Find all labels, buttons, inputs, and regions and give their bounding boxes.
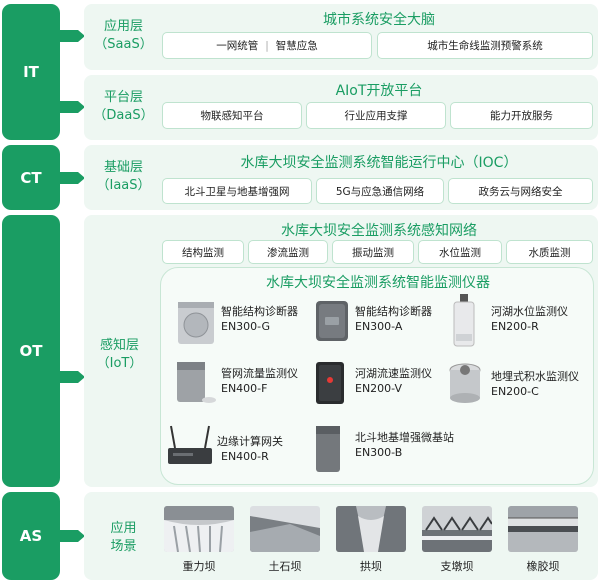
device-name: 智能结构诊断器 [355,305,432,318]
scene-label: 橡胶坝 [526,560,560,573]
device-model: EN200-R [491,320,539,333]
scenes-label: 应用 场景 [110,521,137,554]
rubber-dam-image [508,506,578,552]
iot-label: 感知层 （IoT） [96,338,143,371]
saas-box-unified: 一网统管 | 智慧应急 [162,32,372,59]
iot-box-water-level: 水位监测 [418,240,502,264]
daas-panel: 平台层 （DaaS） AIoT开放平台 物联感知平台 行业应用支撑 能力开放服务 [84,75,598,140]
device-model: EN400-R [221,450,269,463]
scenes-panel: 应用 场景 重力坝 土石坝 拱坝 支墩坝 橡胶坝 [84,492,598,580]
scene-label: 土石坝 [268,560,302,573]
device-name: 边缘计算网关 [217,435,283,448]
separator: | [265,39,269,52]
iot-box-seepage: 渗流监测 [248,240,328,264]
layer-it: IT [2,4,60,140]
iaas-panel: 基础层 （IaaS） 水库大坝安全监测系统智能运行中心（IOC） 北斗卫星与地基… [84,145,598,210]
iaas-title: 水库大坝安全监测系统智能运行中心（IOC） [240,155,518,171]
layer-as: AS [2,492,60,580]
iot-title: 水库大坝安全监测系统感知网络 [281,223,477,239]
daas-box-industry: 行业应用支撑 [306,102,446,129]
iaas-box-5g: 5G与应急通信网络 [316,178,444,204]
earth-rock-dam-image [250,506,320,552]
instrument-panel: 水库大坝安全监测系统智能监测仪器 智能结构诊断器 EN300-G 智能结构诊断器… [160,267,594,485]
scene-label: 支墩坝 [440,560,474,573]
arrow-connector-icon [60,172,85,184]
device-edge-gateway-icon [168,425,212,464]
device-water-level-icon [453,294,475,347]
saas-title: 城市系统安全大脑 [323,12,435,28]
arch-dam-image [336,506,406,552]
arrow-connector-icon [60,101,85,113]
instrument-title: 水库大坝安全监测系统智能监测仪器 [266,275,490,291]
daas-label: 平台层 （DaaS） [93,90,154,123]
buttress-dam-image [422,506,492,552]
iot-box-vibration: 振动监测 [332,240,414,264]
daas-box-open: 能力开放服务 [450,102,593,129]
device-model: EN200-C [491,385,539,398]
device-name: 地埋式积水监测仪 [491,370,579,383]
device-model: EN200-V [355,382,403,395]
scene-label: 重力坝 [182,560,216,573]
saas-panel: 应用层 （SaaS） 城市系统安全大脑 一网统管 | 智慧应急 城市生命线监测预… [84,4,598,70]
device-model: EN400-F [221,382,268,395]
iot-box-water-quality: 水质监测 [506,240,593,264]
device-beidou-station-icon [316,426,340,472]
arrow-connector-icon [60,371,85,383]
device-flow-velocity-icon [316,362,344,404]
device-name: 河湖流速监测仪 [355,367,432,380]
iaas-label: 基础层 （IaaS） [96,160,151,193]
iot-panel: 感知层 （IoT） 水库大坝安全监测系统感知网络 结构监测 渗流监测 振动监测 … [84,215,598,487]
daas-title: AIoT开放平台 [335,83,423,99]
device-structure-diagnostic-a-icon [316,301,348,341]
device-model: EN300-A [355,320,403,333]
device-model: EN300-G [221,320,271,333]
device-name: 河湖水位监测仪 [491,305,568,318]
iaas-box-beidou: 北斗卫星与地基增强网 [162,178,312,204]
layer-ot: OT [2,215,60,487]
gravity-dam-image [164,506,234,552]
device-name: 管网流量监测仪 [221,367,298,380]
device-flood-sensor-icon [449,363,481,403]
daas-box-iot: 物联感知平台 [162,102,302,129]
iaas-box-cloud: 政务云与网络安全 [448,178,593,204]
device-name: 北斗地基增强微基站 [355,431,454,444]
layer-ct: CT [2,145,60,210]
device-name: 智能结构诊断器 [221,305,298,318]
device-flow-meter-icon [177,362,216,403]
iot-box-structure: 结构监测 [162,240,244,264]
saas-box-lifeline: 城市生命线监测预警系统 [377,32,593,59]
scene-label: 拱坝 [360,560,382,573]
saas-label: 应用层 （SaaS） [94,19,153,52]
device-structure-diagnostic-g-icon [178,302,214,344]
arrow-connector-icon [60,530,85,542]
arrow-connector-icon [60,30,85,42]
device-model: EN300-B [355,446,403,459]
